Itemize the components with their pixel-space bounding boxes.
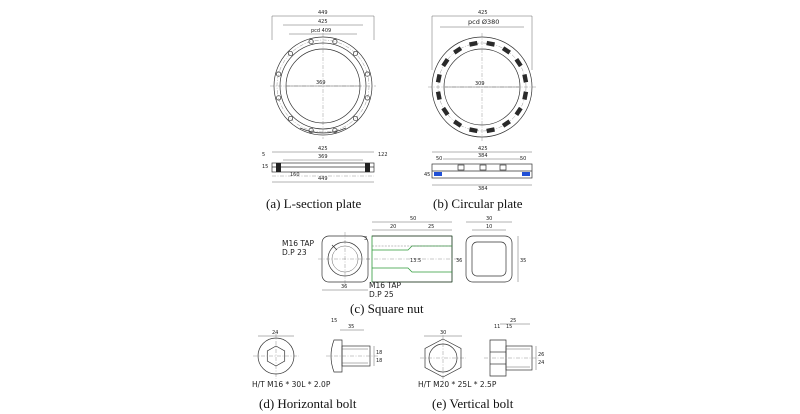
v-bolt-spec: H/T M20 * 25L * 2.5P xyxy=(418,380,497,389)
nut-end-width-dim: 30 xyxy=(486,216,492,222)
plate-slot xyxy=(501,46,511,55)
l-plate-bolt-holes xyxy=(276,39,370,133)
nut-length-dim: 50 xyxy=(410,216,416,222)
nut-depth-left: D.P 23 xyxy=(282,248,307,257)
horizontal-bolt-side-view: 15 35 18 18 H/T M16 * 30L * 2.0P xyxy=(252,318,382,389)
l-plate-pcd-label: pcd 409 xyxy=(311,28,331,34)
h-bolt-spec: H/T M16 * 30L * 2.0P xyxy=(252,380,331,389)
nut-right-dim: 25 xyxy=(428,224,434,230)
circular-plate-pcd-label: pcd Ø380 xyxy=(468,18,499,26)
nut-left-dim: 20 xyxy=(390,224,396,230)
h-bolt-thread-dim: 18 xyxy=(376,358,382,364)
circular-plate-outer-dim: 425 xyxy=(478,10,488,16)
circular-plate-side-dim-mid: 384 xyxy=(478,153,488,159)
square-nut-side-view: 50 20 25 36 3 13.5 M16 TAP D.P 25 xyxy=(364,216,462,299)
plate-slot xyxy=(435,74,442,83)
plate-slot xyxy=(469,127,478,134)
caption-d: (d) Horizontal bolt xyxy=(259,396,357,411)
plate-slot xyxy=(514,106,523,116)
bolt-hole xyxy=(308,127,314,133)
plate-slot xyxy=(441,106,450,116)
caption-c: (c) Square nut xyxy=(350,301,424,316)
v-bolt-length-dim: 25 xyxy=(510,318,516,324)
plate-slot xyxy=(453,46,463,55)
plate-slot xyxy=(486,127,495,134)
l-plate-small-dim-1: 15 xyxy=(262,164,268,170)
bolt-hole xyxy=(364,95,370,101)
nut-tap-mid: M16 TAP xyxy=(369,281,402,290)
bolt-hole xyxy=(352,50,359,57)
caption-e: (e) Vertical bolt xyxy=(432,396,514,411)
plate-slot xyxy=(501,119,511,128)
square-nut-front-view: 36 M16 TAP D.P 23 xyxy=(282,232,372,291)
circular-plate-small-dim-2: 45 xyxy=(424,172,430,178)
plate-slot xyxy=(486,40,495,47)
caption-a: (a) L-section plate xyxy=(266,196,362,211)
bolt-hole xyxy=(308,39,314,45)
v-bolt-dia-dim: 26 xyxy=(538,352,544,358)
l-plate-small-dim-0: 5 xyxy=(262,152,265,158)
h-bolt-dia-dim: 18 xyxy=(376,350,382,356)
nut-end-height-dim: 35 xyxy=(520,258,526,264)
plate-slot xyxy=(441,58,450,68)
plate-slot xyxy=(453,119,463,128)
circular-plate-inner-dim: 309 xyxy=(475,81,485,87)
vertical-bolt-head-view: 30 xyxy=(420,330,466,381)
plate-slot xyxy=(522,74,529,83)
plate-slot xyxy=(469,40,478,47)
l-plate-side-view: 425 369 449 5 15 160 122 xyxy=(262,146,388,183)
plate-slot xyxy=(522,91,529,100)
bolt-hole xyxy=(332,127,338,133)
caption-b: (b) Circular plate xyxy=(433,196,523,211)
bolt-hole xyxy=(287,50,294,57)
bolt-hole xyxy=(332,39,338,45)
bolt-hole xyxy=(276,71,282,77)
circular-plate-small-dim-0: 50 xyxy=(436,156,442,162)
v-bolt-head-height-dim: 11 xyxy=(494,324,500,330)
h-bolt-head-dim: 24 xyxy=(272,330,278,336)
bolt-hole xyxy=(352,115,359,122)
l-plate-outer-dim: 449 xyxy=(318,10,328,16)
nut-inner-dim: 13.5 xyxy=(410,258,421,264)
l-plate-inner-dim: 369 xyxy=(316,80,326,86)
vertical-bolt-side-view: 25 11 15 26 24 H/T M20 * 25L * 2.5P xyxy=(418,318,544,389)
circular-plate-side-dim-bottom: 384 xyxy=(478,186,488,192)
plate-slot xyxy=(514,58,523,68)
l-plate-small-dim-3: 122 xyxy=(378,152,388,158)
nut-depth-mid: D.P 25 xyxy=(369,290,394,299)
v-bolt-thread-dim: 24 xyxy=(538,360,544,366)
l-plate-side-dim-bottom: 449 xyxy=(318,176,328,182)
l-plate-top-view: 449 425 pcd 409 369 xyxy=(270,10,376,139)
h-bolt-length-dim: 35 xyxy=(348,324,354,330)
circular-plate-side-view: 425 384 384 50 50 45 xyxy=(424,146,533,192)
l-plate-side-dim-top: 425 xyxy=(318,146,328,152)
circular-plate-top-view: 425 pcd Ø380 309 xyxy=(428,10,536,141)
bolt-hole xyxy=(364,71,370,77)
bolt-hole xyxy=(287,115,294,122)
nut-tap-left: M16 TAP xyxy=(282,239,315,248)
l-plate-small-dim-2: 160 xyxy=(290,172,300,178)
nut-height-dim: 36 xyxy=(456,258,462,264)
nut-end-inner-dim: 10 xyxy=(486,224,492,230)
circular-plate-slots xyxy=(435,40,529,134)
circular-plate-side-dim-top: 425 xyxy=(478,146,488,152)
nut-chamfer-dim: 3 xyxy=(364,236,367,242)
nut-front-width-dim: 36 xyxy=(341,284,347,290)
h-bolt-head-height-dim: 15 xyxy=(331,318,337,324)
horizontal-bolt-head-view: 24 xyxy=(253,330,299,379)
square-nut-end-view: 30 10 35 xyxy=(465,216,526,283)
l-plate-side-dim-mid: 369 xyxy=(318,154,328,160)
v-bolt-head-dim: 30 xyxy=(440,330,446,336)
l-plate-pcd-dim: 425 xyxy=(318,19,328,25)
v-bolt-chamfer-dim: 15 xyxy=(506,324,512,330)
plate-slot xyxy=(435,91,442,100)
bolt-hole xyxy=(276,95,282,101)
circular-plate-small-dim-1: 50 xyxy=(520,156,526,162)
